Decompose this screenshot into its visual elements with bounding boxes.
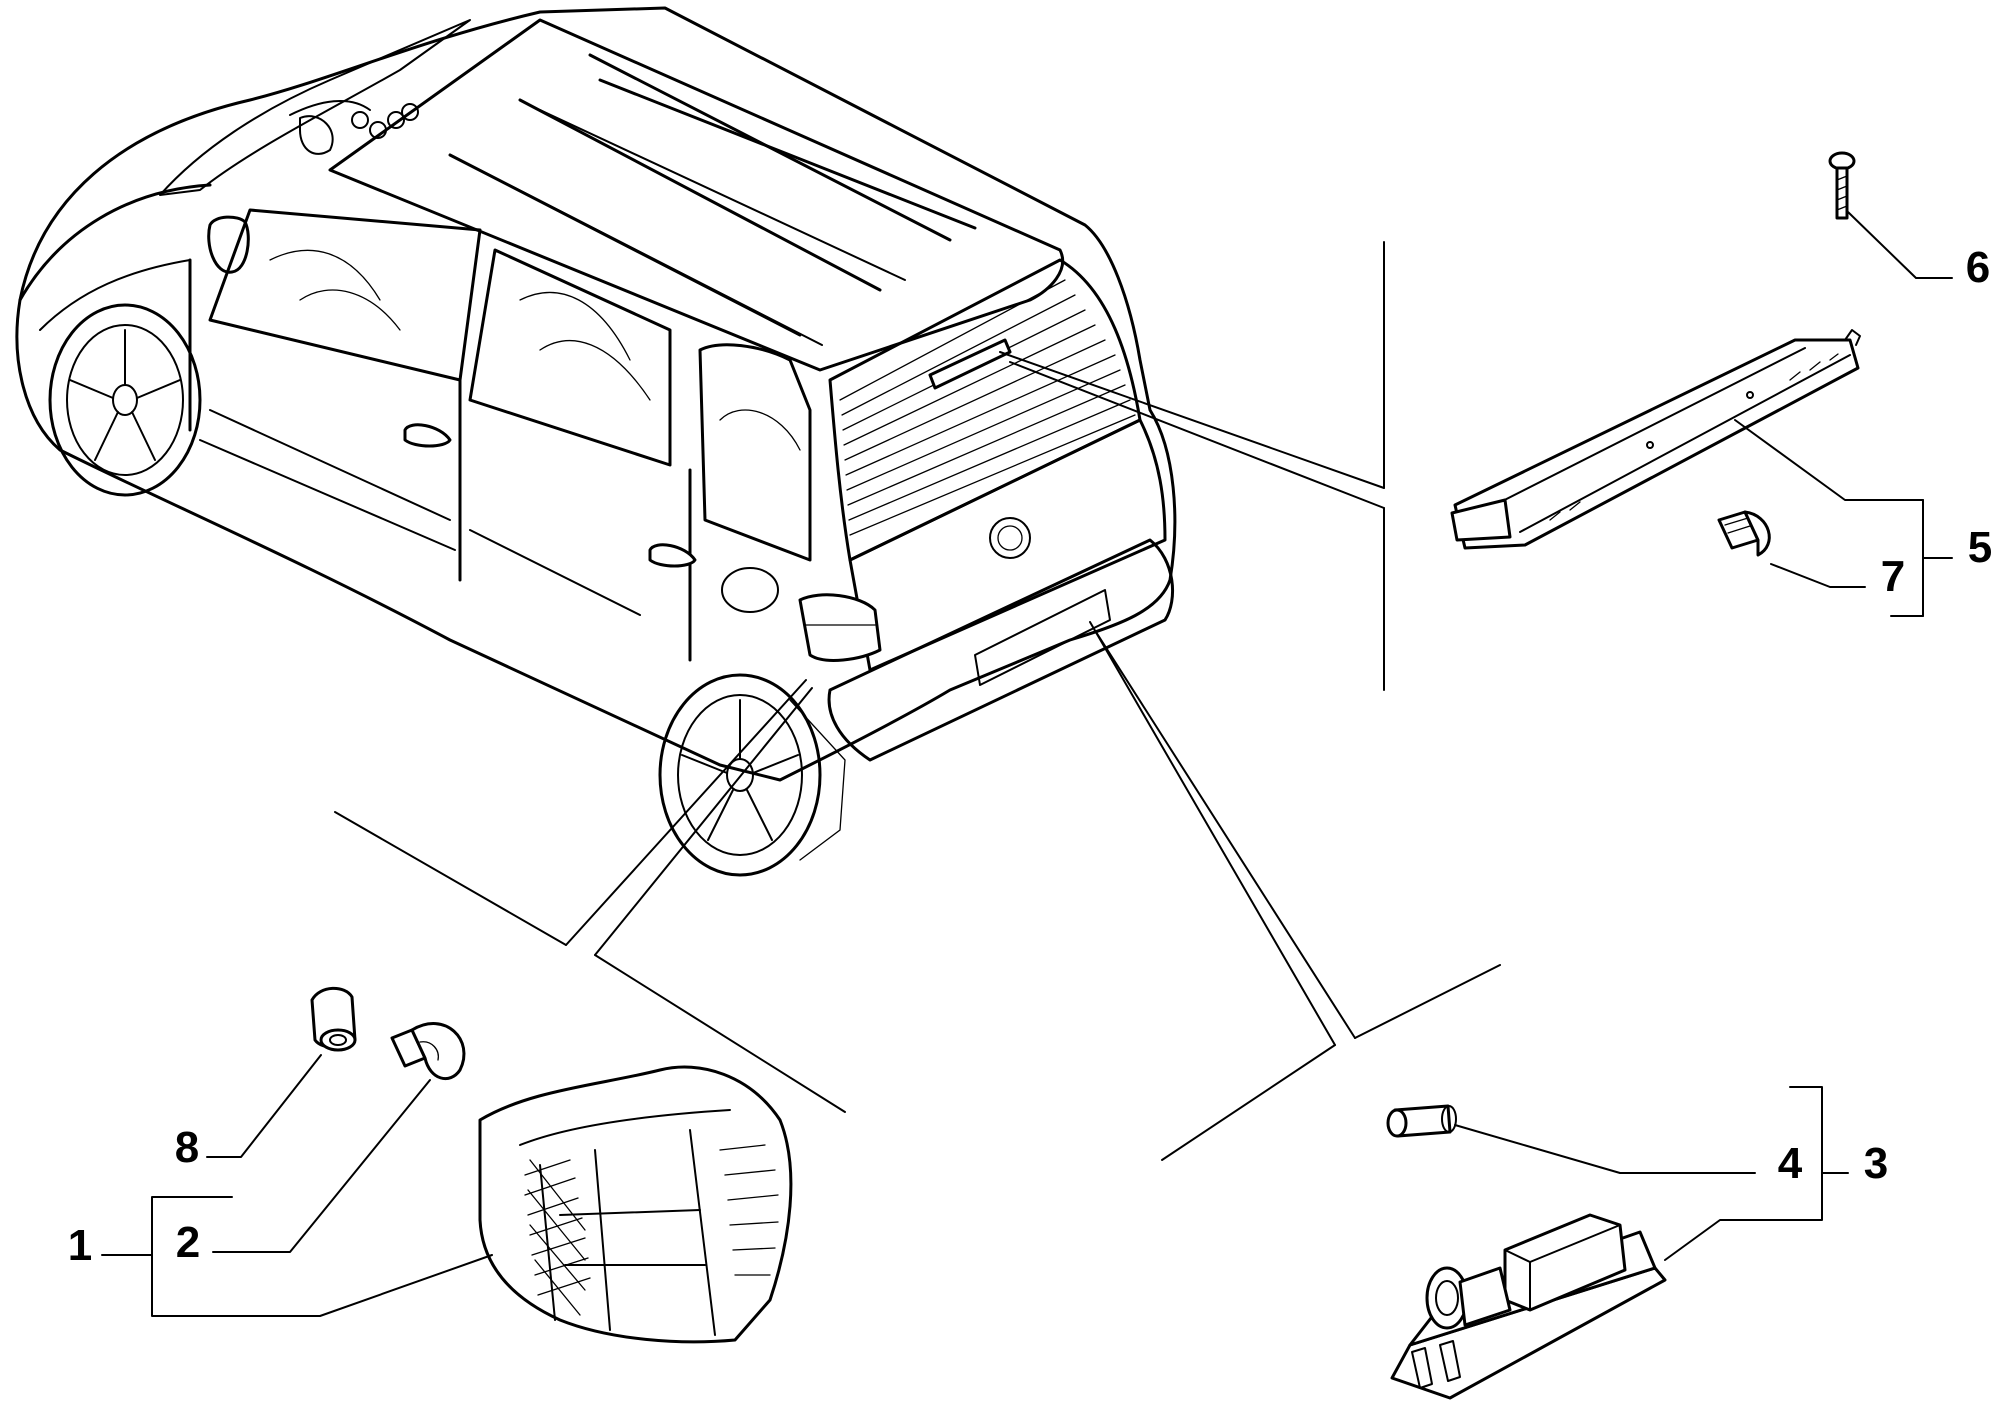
rear-wheel-icon	[658, 673, 846, 877]
license-plate-lamp-icon	[1390, 1213, 1667, 1400]
bulb-icon	[390, 1022, 466, 1081]
callout-5: 5	[1968, 523, 1992, 572]
callout-6: 6	[1966, 243, 1990, 292]
brake-light-bar-icon	[1450, 329, 1861, 550]
wedge-bulb-icon	[1717, 510, 1771, 557]
tail-lamp-icon	[478, 1065, 793, 1344]
callout-1: 1	[68, 1221, 92, 1270]
callout-4: 4	[1778, 1139, 1803, 1188]
leader-lines	[334, 241, 1501, 1161]
callout-3: 3	[1864, 1139, 1888, 1188]
callout-8: 8	[175, 1123, 199, 1172]
festoon-bulb-icon	[1386, 1104, 1457, 1138]
nut-icon	[310, 986, 357, 1052]
callout-2: 2	[176, 1218, 200, 1267]
car-rear-view-icon	[15, 6, 1177, 877]
screw-icon	[1828, 151, 1856, 220]
front-wheel-icon	[48, 303, 202, 497]
callout-7: 7	[1881, 552, 1905, 601]
